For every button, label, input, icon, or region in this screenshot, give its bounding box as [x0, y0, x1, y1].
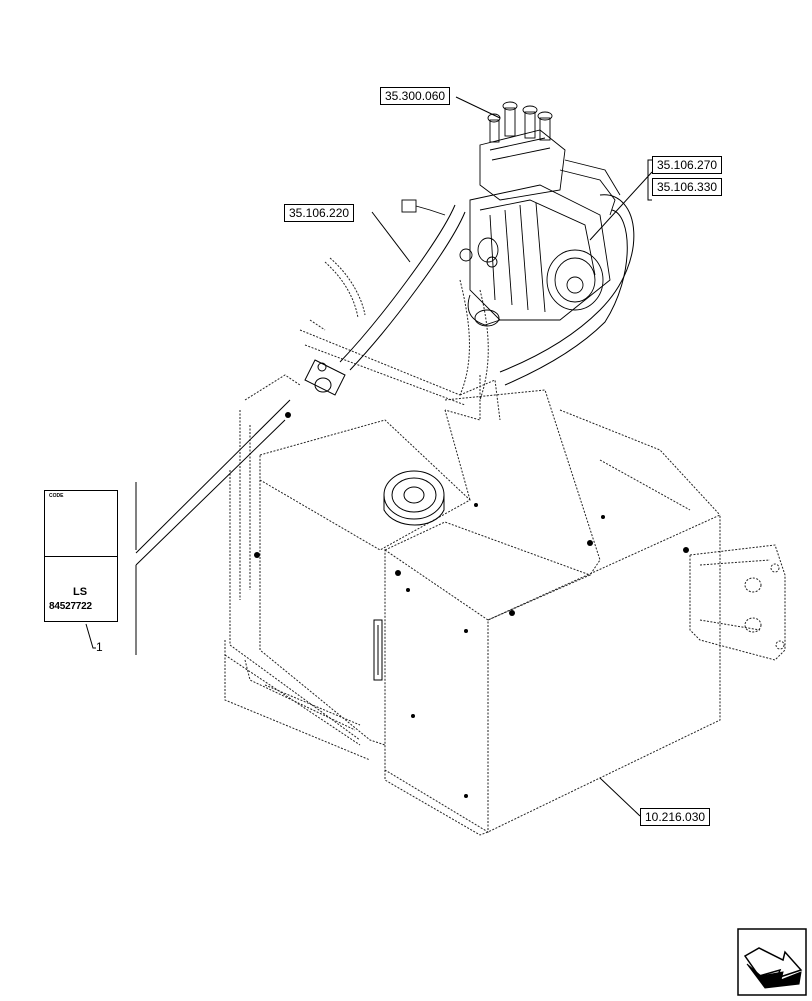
- ref-link-35-106-330[interactable]: 35.106.330: [652, 178, 723, 196]
- item-number: 1: [96, 640, 103, 654]
- leader-lines: [85, 96, 653, 817]
- decal-ls-text: LS: [73, 586, 88, 598]
- hydraulic-pump: [401, 101, 621, 327]
- hydraulic-hoses: [304, 194, 635, 396]
- decal-code-text: CODE: [49, 493, 64, 499]
- tank-fasteners: [254, 412, 689, 798]
- next-page-button[interactable]: [737, 928, 807, 996]
- ref-link-35-300-060[interactable]: 35.300.060: [380, 87, 451, 105]
- decal-separator: [45, 556, 117, 557]
- ref-link-10-216-030[interactable]: 10.216.030: [640, 808, 711, 826]
- ref-link-35-106-270[interactable]: 35.106.270: [652, 156, 723, 174]
- decal-part-number: 84527722: [49, 601, 92, 612]
- next-page-arrow-icon: [737, 928, 807, 996]
- hydraulic-tank: [224, 257, 786, 836]
- filler-cap: [383, 470, 445, 526]
- ref-link-35-106-220[interactable]: 35.106.220: [284, 204, 355, 222]
- decal-label: CODE LS 84527722: [44, 490, 118, 622]
- sight-gauge: [373, 619, 383, 681]
